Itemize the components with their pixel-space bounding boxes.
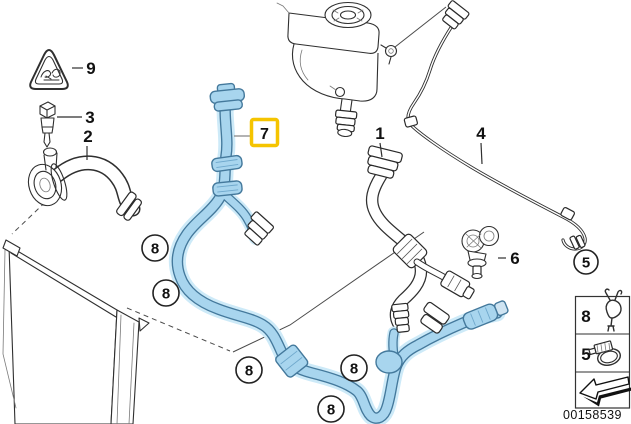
part-label-9[interactable]: 9: [86, 59, 95, 78]
expansion-tank: [276, 1, 398, 138]
part-label-1[interactable]: 1: [375, 124, 384, 143]
tank-level-sensor: [380, 44, 398, 65]
svg-text:8: 8: [327, 402, 335, 419]
legend: 8 5: [574, 288, 631, 409]
svg-text:8: 8: [162, 286, 170, 303]
svg-text:5: 5: [582, 255, 590, 272]
hose7-coupler: [275, 344, 309, 378]
tank-outlet-fitting: [334, 109, 358, 138]
pipe4-end-rings: [569, 234, 586, 250]
legend-row-clamp-5: 5: [581, 340, 621, 366]
highlighted-part-label-7[interactable]: 7: [234, 117, 280, 148]
svg-text:8: 8: [350, 361, 358, 378]
svg-text:8: 8: [151, 241, 159, 258]
svg-text:7: 7: [260, 126, 269, 143]
doc-number: 00158539: [563, 408, 622, 422]
highlight-box: [249, 117, 280, 148]
part-label-3[interactable]: 3: [85, 108, 94, 127]
hose2-end-cuff: [116, 191, 142, 221]
svg-text:5: 5: [581, 345, 590, 364]
direction-arrow-icon: [579, 376, 631, 407]
distribution-valve-6: [461, 225, 500, 280]
hose1-radiator-connector: [391, 302, 410, 333]
y-adapter-connector: [420, 301, 450, 334]
radiator-outline: [2, 239, 150, 424]
clamp-callout-1[interactable]: 8: [141, 234, 169, 262]
pipe4-connector: [442, 0, 470, 30]
radiator-hose-2: [27, 147, 142, 221]
vent-pipe-4: [403, 0, 587, 251]
pipe4-clip: [403, 115, 418, 128]
svg-text:8: 8: [245, 363, 253, 380]
part-label-6[interactable]: 6: [510, 249, 519, 268]
svg-text:8: 8: [581, 307, 590, 326]
hot-coolant-symbol: [40, 68, 61, 81]
hose7-y-junction: [375, 350, 403, 374]
worm-clamp-icon: [588, 340, 621, 366]
radiator-hose-1: [365, 145, 475, 330]
clamp-callout-2[interactable]: 8: [152, 279, 180, 307]
part-label-2[interactable]: 2: [83, 127, 92, 146]
coolant-sensor: [39, 101, 56, 148]
hose1-engine-connector: [367, 145, 403, 179]
hose7-cuff-2: [212, 180, 243, 197]
legend-row-clamp-8: 8: [581, 288, 623, 332]
warning-triangle: [29, 49, 69, 90]
clamp-callout-4[interactable]: 8: [340, 354, 368, 382]
clamp-callout-3[interactable]: 8: [235, 356, 263, 384]
part-labels: 9 3 2 1 4 6 7: [57, 59, 520, 268]
clamp-callouts: 8 8 8 8 8 5: [141, 234, 599, 423]
filler-cap: [324, 1, 372, 29]
spring-clamp-icon: [604, 288, 623, 332]
clamp-callout-5[interactable]: 8: [317, 395, 345, 423]
hose7-branch-connector: [244, 211, 274, 246]
part-label-4[interactable]: 4: [476, 124, 486, 143]
pipe4-clip-2: [560, 206, 576, 221]
hose7-top-connector: [209, 82, 246, 112]
hose-callout-5[interactable]: 5: [573, 249, 599, 275]
hose1-branch-cuff: [440, 270, 475, 300]
highlighted-hose-7: [168, 82, 509, 424]
hose7-cuff-1: [211, 154, 243, 173]
hose7-end-cuff: [462, 300, 509, 330]
